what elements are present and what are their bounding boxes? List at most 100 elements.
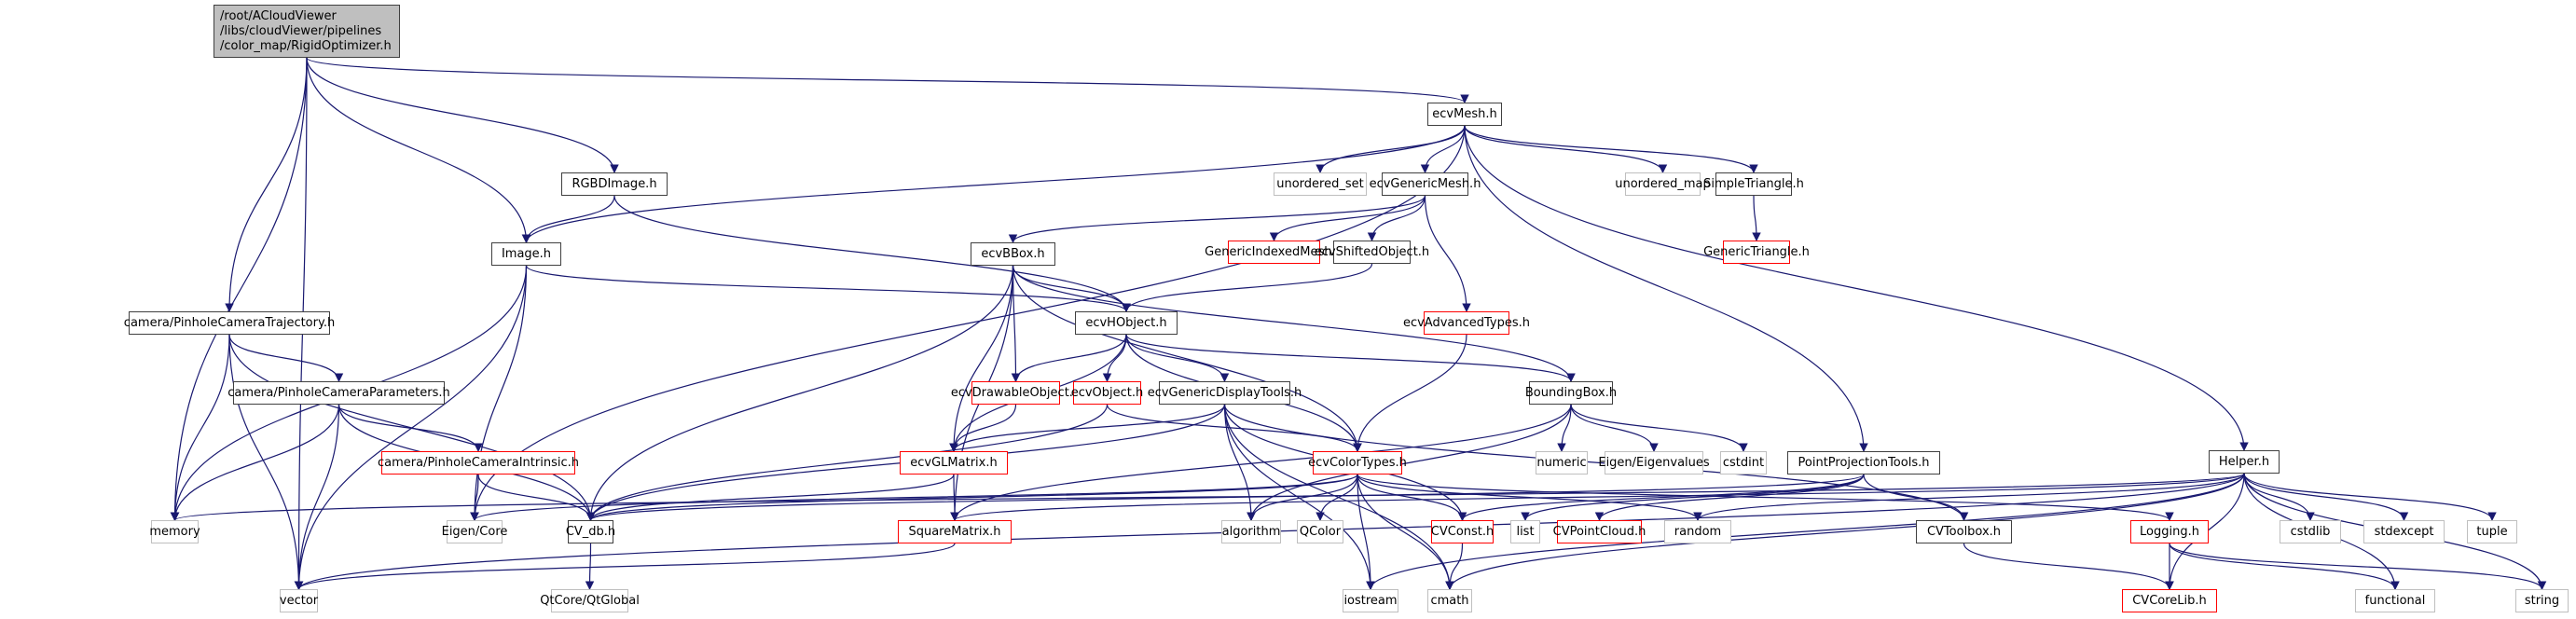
node-cvpointcloud[interactable]: CVPointCloud.h bbox=[1553, 520, 1646, 543]
edge-ecvColorTypes-to-QColor bbox=[1316, 474, 1358, 521]
node-ecvgenericdisplaytools[interactable]: ecvGenericDisplayTools.h bbox=[1148, 381, 1302, 405]
node-ecvbbox[interactable]: ecvBBox.h bbox=[971, 242, 1055, 266]
node-boundingbox[interactable]: BoundingBox.h bbox=[1525, 381, 1617, 405]
edge-root-to-Image bbox=[306, 57, 531, 243]
node-iostream: iostream bbox=[1343, 589, 1398, 612]
edge-root-to-PinholeCameraTrajectory bbox=[225, 57, 308, 312]
edge-root-to-RGBDImage bbox=[306, 57, 619, 173]
edge-PinholeCameraIntrinsic-to-CV_db bbox=[477, 474, 596, 521]
edge-ecvColorTypes-to-random bbox=[1357, 474, 1702, 521]
edge-ecvBBox-to-ecvDrawableObject bbox=[1011, 265, 1021, 382]
edge-ecvBBox-to-ecvColorTypes bbox=[1012, 265, 1362, 452]
edge-ecvColorTypes-to-Logging bbox=[1357, 474, 2174, 521]
node-functional: functional bbox=[2355, 589, 2435, 612]
node-ecvhobject[interactable]: ecvHObject.h bbox=[1075, 311, 1178, 335]
node-ecvadvancedtypes[interactable]: ecvAdvancedTypes.h bbox=[1403, 311, 1530, 335]
edge-root-to-ecvMesh bbox=[306, 57, 1469, 103]
edge-Helper-to-stdexcept bbox=[2243, 473, 2409, 521]
node-ecvgenericmesh[interactable]: ecvGenericMesh.h bbox=[1370, 172, 1481, 196]
edge-BoundingBox-to-EigenEigenvalues bbox=[1570, 404, 1659, 452]
edge-ecvColorTypes-to-cmath bbox=[1357, 474, 1454, 590]
node-pinhole-camera-parameters[interactable]: camera/PinholeCameraParameters.h bbox=[227, 381, 450, 405]
edge-RGBDImage-to-Image bbox=[521, 195, 615, 243]
edge-ecvColorTypes-to-CV_db bbox=[585, 474, 1358, 521]
edge-Logging-to-functional bbox=[2169, 543, 2400, 590]
node-simpletriangle[interactable]: SimpleTriangle.h bbox=[1703, 172, 1804, 196]
edge-ecvMesh-to-PointProjectionTools bbox=[1464, 125, 1868, 452]
edge-ecvGenericMesh-to-ecvBBox bbox=[1008, 195, 1426, 243]
edge-ecvBBox-to-BoundingBox bbox=[1012, 265, 1576, 382]
edge-ecvShiftedObject-to-ecvHObject bbox=[1122, 263, 1373, 312]
node-algorithm: algorithm bbox=[1221, 520, 1281, 543]
edge-ecvHObject-to-BoundingBox bbox=[1125, 334, 1576, 382]
node-unordered-set: unordered_set bbox=[1274, 172, 1367, 196]
node-logging[interactable]: Logging.h bbox=[2130, 520, 2209, 543]
node-tuple: tuple bbox=[2467, 520, 2517, 543]
node-ecvdrawableobject[interactable]: ecvDrawableObject.h bbox=[951, 381, 1081, 405]
edge-ecvHObject-to-ecvGenericDisplayTools bbox=[1125, 334, 1230, 382]
node-ecvglmatrix[interactable]: ecvGLMatrix.h bbox=[900, 451, 1008, 475]
node-list: list bbox=[1510, 520, 1540, 543]
edge-ecvBBox-to-ecvGLMatrix bbox=[949, 265, 1014, 452]
node-string: string bbox=[2515, 589, 2569, 612]
node-unordered-map: unordered_map bbox=[1615, 172, 1711, 196]
edge-PinholeCameraTrajectory-to-CV_db bbox=[228, 334, 596, 521]
edge-PointProjectionTools-to-CVPointCloud bbox=[1594, 474, 1865, 521]
edge-ecvMesh-to-SimpleTriangle bbox=[1464, 125, 1758, 173]
node-pinhole-camera-trajectory[interactable]: camera/PinholeCameraTrajectory.h bbox=[124, 311, 335, 335]
edge-ecvMesh-to-ecvGenericMesh bbox=[1420, 125, 1466, 173]
edge-Helper-to-iostream bbox=[1366, 473, 2245, 590]
edge-ecvMesh-to-EigenCore bbox=[470, 125, 1466, 521]
node-eigen-eigenvalues: Eigen/Eigenvalues bbox=[1598, 451, 1710, 475]
node-ecvshiftedobject[interactable]: ecvShiftedObject.h bbox=[1315, 241, 1429, 264]
edge-ecvColorTypes-to-CVConst bbox=[1357, 474, 1467, 521]
edge-Helper-to-memory bbox=[171, 473, 2245, 521]
edge-ecvMesh-to-unordered_map bbox=[1464, 125, 1668, 173]
edge-PointProjectionTools-to-list bbox=[1521, 474, 1865, 521]
node-pointprojectiontools[interactable]: PointProjectionTools.h bbox=[1787, 451, 1940, 475]
node-stdexcept: stdexcept bbox=[2363, 520, 2445, 543]
node-helper[interactable]: Helper.h bbox=[2209, 450, 2280, 474]
node-genericindexedmesh[interactable]: GenericIndexedMesh.h bbox=[1205, 241, 1343, 264]
node-cstdlib: cstdlib bbox=[2280, 520, 2341, 543]
edge-PinholeCameraTrajectory-to-vector bbox=[228, 334, 304, 590]
edge-PinholeCameraTrajectory-to-memory bbox=[170, 334, 230, 521]
edge-ecvGenericDisplayTools-to-cmath bbox=[1223, 404, 1454, 590]
node-squarematrix[interactable]: SquareMatrix.h bbox=[898, 520, 1012, 543]
node-ecvmesh[interactable]: ecvMesh.h bbox=[1427, 103, 1502, 126]
edge-ecvGLMatrix-to-CV_db bbox=[585, 474, 955, 521]
node-ecvobject[interactable]: ecvObject.h bbox=[1071, 381, 1143, 405]
edge-ecvGenericMesh-to-ecvAdvancedTypes bbox=[1424, 195, 1471, 312]
node-cvtoolbox[interactable]: CVToolbox.h bbox=[1916, 520, 2012, 543]
node-cvconst[interactable]: CVConst.h bbox=[1431, 520, 1494, 543]
node-numeric: numeric bbox=[1536, 451, 1588, 475]
node-vector: vector bbox=[280, 589, 318, 612]
node-cmath: cmath bbox=[1427, 589, 1472, 612]
node-cv-db[interactable]: CV_db.h bbox=[566, 520, 615, 543]
edge-ecvObject-to-ecvColorTypes bbox=[1106, 404, 1362, 452]
edge-ecvMesh-to-unordered_set bbox=[1316, 125, 1466, 173]
node-pinhole-camera-intrinsic[interactable]: camera/PinholeCameraIntrinsic.h bbox=[378, 451, 579, 475]
edge-BoundingBox-to-cstdint bbox=[1570, 404, 1748, 452]
edge-CVToolbox-to-CVCoreLib bbox=[1963, 543, 2174, 590]
edge-PinholeCameraParameters-to-PinholeCameraIntrinsic bbox=[337, 404, 483, 452]
edge-BoundingBox-to-algorithm bbox=[1247, 404, 1572, 521]
node-generictriangle[interactable]: GenericTriangle.h bbox=[1703, 241, 1810, 264]
node-random: random bbox=[1664, 520, 1731, 543]
edge-PinholeCameraParameters-to-vector bbox=[294, 404, 340, 590]
edge-ecvBBox-to-CV_db bbox=[585, 265, 1014, 521]
edge-ecvGenericMesh-to-ecvShiftedObject bbox=[1367, 195, 1426, 241]
edge-Logging-to-string bbox=[2169, 543, 2547, 590]
node-rgbdimage[interactable]: RGBDImage.h bbox=[561, 172, 668, 196]
node-ecvcolortypes[interactable]: ecvColorTypes.h bbox=[1308, 451, 1407, 475]
edge-ecvAdvancedTypes-to-ecvColorTypes bbox=[1353, 334, 1467, 452]
edge-ecvDrawableObject-to-ecvGLMatrix bbox=[949, 404, 1017, 452]
edge-ecvColorTypes-to-EigenCore bbox=[470, 474, 1358, 521]
node-image[interactable]: Image.h bbox=[491, 242, 561, 266]
edge-PointProjectionTools-to-CVToolbox bbox=[1863, 474, 1969, 521]
edge-ecvMesh-to-Helper bbox=[1464, 125, 2249, 451]
node-cvcorelib[interactable]: CVCoreLib.h bbox=[2122, 589, 2217, 612]
edge-PointProjectionTools-to-CV_db bbox=[586, 474, 1865, 521]
